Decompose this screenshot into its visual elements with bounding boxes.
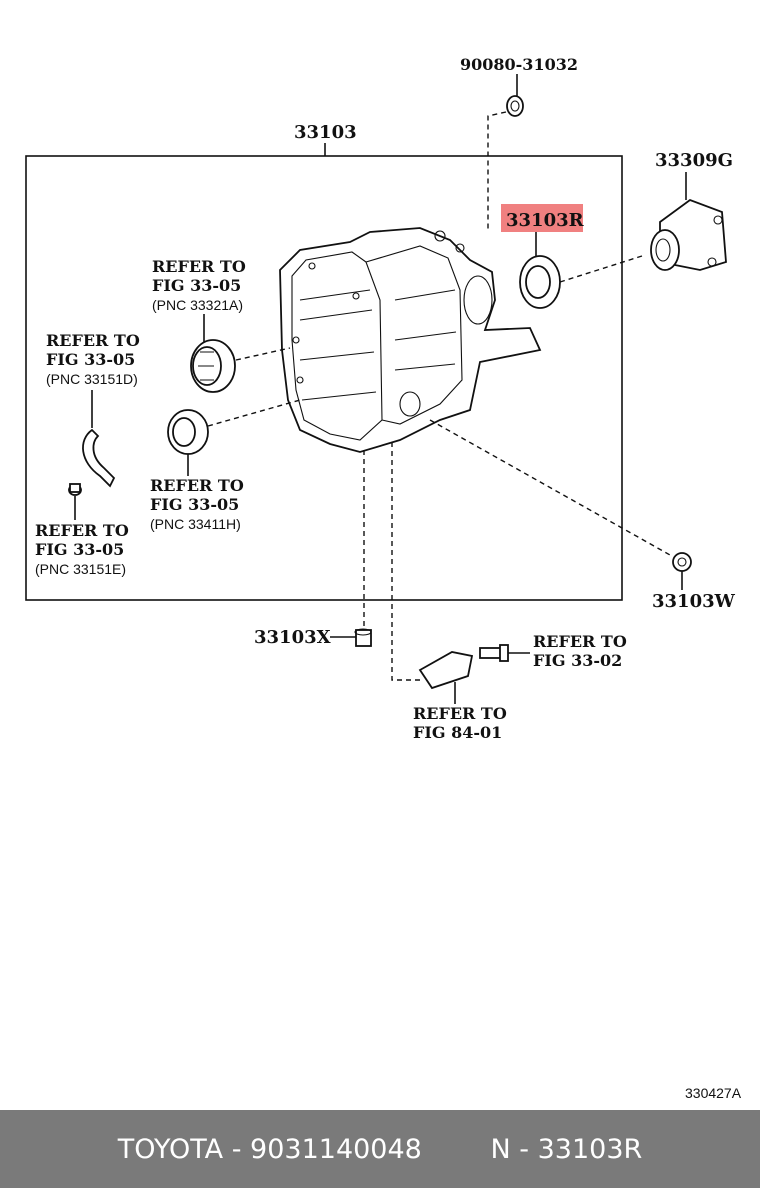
footer-sep: - bbox=[223, 1133, 251, 1165]
ref4-line1[interactable]: REFER TO bbox=[35, 521, 129, 540]
ref6-line2[interactable]: FIG 84-01 bbox=[413, 723, 502, 742]
bearing-33411h bbox=[167, 409, 209, 455]
snap-ring-33151d bbox=[82, 428, 116, 488]
footer-bar: TOYOTA - 9031140048 N - 33103R bbox=[0, 1110, 760, 1188]
figure-code: 330427A bbox=[685, 1085, 742, 1101]
plug-33103x bbox=[354, 628, 372, 647]
label-33103x[interactable]: 33103X bbox=[254, 627, 331, 648]
label-33103r[interactable]: 33103R bbox=[506, 210, 585, 231]
ref4-line3[interactable]: (PNC 33151E) bbox=[35, 561, 126, 577]
oil-seal-33103r bbox=[519, 255, 561, 309]
label-33309g[interactable]: 33309G bbox=[655, 150, 733, 171]
ref2-line2[interactable]: FIG 33-05 bbox=[46, 350, 135, 369]
ref4-line2[interactable]: FIG 33-05 bbox=[35, 540, 124, 559]
bolt-fig33-02 bbox=[479, 644, 509, 662]
label-90080-31032[interactable]: 90080-31032 bbox=[460, 55, 578, 74]
ref6-line1[interactable]: REFER TO bbox=[413, 704, 507, 723]
ref3-line1[interactable]: REFER TO bbox=[150, 476, 244, 495]
ref1-line3[interactable]: (PNC 33321A) bbox=[152, 297, 243, 313]
transfer-case-housing bbox=[279, 227, 542, 453]
highlight-33103r bbox=[501, 204, 583, 232]
assembly-frame bbox=[25, 155, 623, 601]
ref1-line1[interactable]: REFER TO bbox=[152, 257, 246, 276]
ref1-line2[interactable]: FIG 33-05 bbox=[152, 276, 241, 295]
footer-ref: N - 33103R bbox=[490, 1133, 643, 1165]
ref3-line3[interactable]: (PNC 33411H) bbox=[150, 516, 241, 532]
flange-33309g bbox=[650, 198, 727, 271]
footer-part-number: 9031140048 bbox=[250, 1133, 422, 1165]
footer-brand: TOYOTA bbox=[117, 1133, 224, 1165]
ref2-line3[interactable]: (PNC 33151D) bbox=[46, 371, 138, 387]
ref5-line2[interactable]: FIG 33-02 bbox=[533, 651, 622, 670]
label-33103[interactable]: 33103 bbox=[294, 122, 357, 143]
plug-33103w bbox=[672, 552, 692, 572]
bracket-fig84 bbox=[418, 651, 474, 690]
bolt-33151e bbox=[68, 483, 82, 496]
label-33103w[interactable]: 33103W bbox=[652, 591, 736, 612]
parts-diagram: 33103 90080-31032 33309G 33103R bbox=[25, 55, 742, 1101]
bearing-33321a bbox=[190, 339, 236, 393]
ref2-line1[interactable]: REFER TO bbox=[46, 331, 140, 350]
footer-gap bbox=[422, 1134, 491, 1165]
ref3-line2[interactable]: FIG 33-05 bbox=[150, 495, 239, 514]
oil-seal-90080 bbox=[506, 95, 524, 117]
ref5-line1[interactable]: REFER TO bbox=[533, 632, 627, 651]
